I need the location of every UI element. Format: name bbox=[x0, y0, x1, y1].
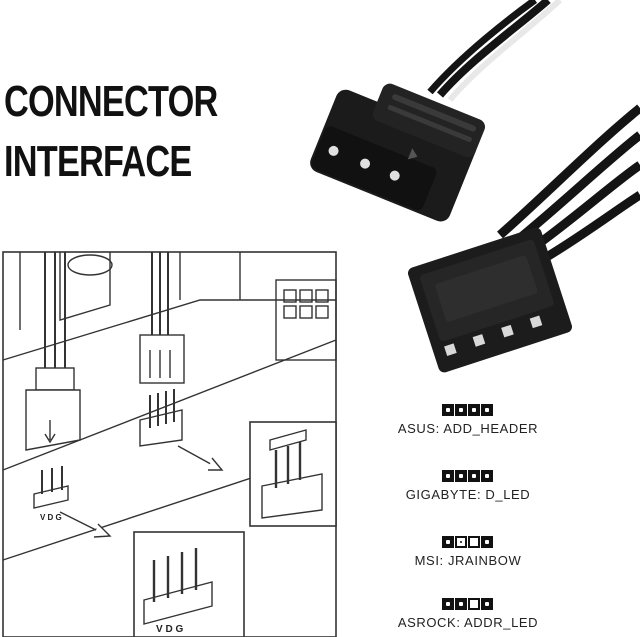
pin-icon bbox=[442, 598, 454, 610]
pin-icon bbox=[481, 470, 493, 482]
title-line-1: CONNECTOR bbox=[4, 77, 218, 126]
pin-icon bbox=[481, 598, 493, 610]
page-title: CONNECTOR INTERFACE bbox=[4, 72, 218, 192]
pin-diagram-msi bbox=[380, 536, 556, 548]
pin-diagram-asrock bbox=[380, 598, 556, 610]
pin-icon bbox=[442, 404, 454, 416]
motherboard-diagram bbox=[2, 251, 337, 637]
pin-icon bbox=[455, 598, 467, 610]
header-label-small: V D G bbox=[40, 513, 62, 522]
legend-gigabyte: GIGABYTE: D_LED bbox=[380, 470, 556, 502]
pin-diagram-asus bbox=[380, 404, 556, 416]
title-line-2: INTERFACE bbox=[4, 137, 192, 186]
legend-label-asrock: ASROCK: ADDR_LED bbox=[397, 615, 539, 630]
legend-label-msi: MSI: JRAINBOW bbox=[414, 553, 522, 568]
legend-msi: MSI: JRAINBOW bbox=[380, 536, 556, 568]
pin-icon bbox=[442, 536, 454, 548]
pin-icon bbox=[468, 598, 480, 610]
three-pin-connector bbox=[310, 0, 563, 222]
pin-icon bbox=[481, 536, 493, 548]
pin-icon bbox=[455, 536, 467, 548]
legend-asrock: ASROCK: ADDR_LED bbox=[380, 598, 556, 630]
pin-icon bbox=[468, 536, 480, 548]
legend-label-gigabyte: GIGABYTE: D_LED bbox=[405, 487, 531, 502]
legend-label-asus: ASUS: ADD_HEADER bbox=[397, 421, 539, 436]
pin-icon bbox=[455, 404, 467, 416]
pin-icon bbox=[468, 404, 480, 416]
legend-asus: ASUS: ADD_HEADER bbox=[380, 404, 556, 436]
pin-diagram-gigabyte bbox=[380, 470, 556, 482]
pin-icon bbox=[455, 470, 467, 482]
pin-icon bbox=[481, 404, 493, 416]
pin-icon bbox=[468, 470, 480, 482]
pin-icon bbox=[442, 470, 454, 482]
header-label-zoom: V D G bbox=[156, 624, 183, 635]
four-pin-connector bbox=[407, 104, 640, 373]
